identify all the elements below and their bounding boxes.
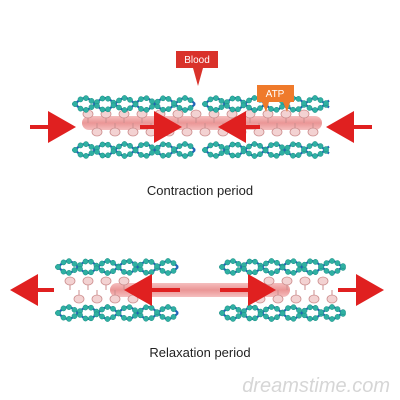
watermark-text: dreamstime.com xyxy=(242,375,390,397)
actin-bottom-right xyxy=(202,141,330,159)
myosin-thick-filament-relaxed xyxy=(110,283,290,297)
relaxation-panel xyxy=(9,258,384,322)
actin-bottom-right-relaxed xyxy=(219,304,346,322)
actin-filaments-contraction xyxy=(72,95,330,159)
relaxation-caption: Relaxation period xyxy=(149,345,251,360)
blood-callout: Blood xyxy=(176,51,218,86)
contraction-caption: Contraction period xyxy=(146,183,254,198)
actin-filaments-relaxation xyxy=(55,258,346,322)
atp-label: ATP xyxy=(266,89,285,100)
actin-top-right-relaxed xyxy=(219,258,346,276)
actin-top-left xyxy=(72,95,196,113)
actin-top-right xyxy=(202,95,330,113)
blood-label: Blood xyxy=(184,55,210,66)
contraction-panel: Blood ATP xyxy=(30,51,372,159)
actin-top-left-relaxed xyxy=(55,258,179,276)
atp-callout: ATP xyxy=(257,85,294,112)
actin-bottom-left-relaxed xyxy=(55,304,179,322)
actin-bottom-left xyxy=(72,141,196,159)
